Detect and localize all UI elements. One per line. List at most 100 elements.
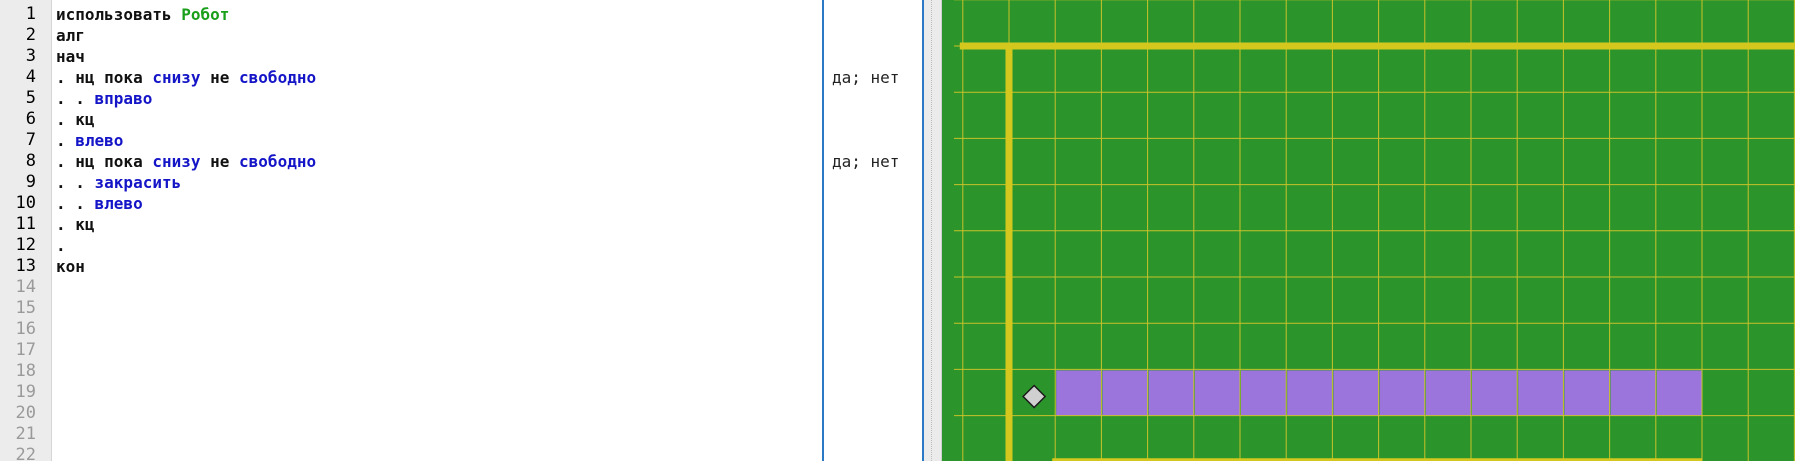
code-text: . нц пока снизу не свободно	[56, 151, 316, 172]
code-text: . . закрасить	[56, 172, 181, 193]
code-line[interactable]: 19	[0, 382, 824, 403]
line-number: 18	[15, 361, 36, 381]
robot-command-token: влево	[94, 194, 143, 213]
line-number: 19	[15, 382, 36, 402]
painted-cell	[1056, 370, 1102, 416]
keyword-token: .	[56, 131, 76, 150]
line-number: 2	[25, 25, 36, 45]
pane-splitter[interactable]	[924, 0, 942, 461]
robot-command-token: свободно	[239, 152, 317, 171]
keyword-token: использовать	[56, 5, 182, 24]
line-number: 12	[15, 235, 36, 255]
line-number: 14	[15, 277, 36, 297]
code-text: . нц пока снизу не свободно	[56, 67, 316, 88]
code-line[interactable]: 8 . нц пока снизу не свободно да; нет	[0, 151, 900, 172]
painted-cell	[1148, 370, 1194, 416]
code-text: . . вправо	[56, 88, 152, 109]
robot-field	[942, 0, 1795, 461]
keyword-token: алг	[56, 26, 85, 45]
line-number: 6	[25, 109, 36, 129]
robot-command-token: снизу	[152, 68, 201, 87]
keyword-token: нач	[56, 47, 85, 66]
painted-cell	[1610, 370, 1656, 416]
keyword-token: . .	[56, 173, 95, 192]
keyword-token: . кц	[56, 215, 95, 234]
line-number: 4	[25, 67, 36, 87]
code-text: использовать Робот	[56, 4, 229, 25]
robot-command-token: влево	[75, 131, 124, 150]
code-line[interactable]: 10 . . влево	[0, 193, 824, 214]
code-line[interactable]: 2 алг	[0, 25, 824, 46]
code-line[interactable]: 21	[0, 424, 824, 445]
painted-cell	[1287, 370, 1333, 416]
robot-icon	[1022, 384, 1047, 409]
code-line[interactable]: 7. влево	[0, 130, 824, 151]
keyword-token: не	[200, 152, 240, 171]
robot-command-token: снизу	[152, 152, 201, 171]
painted-cell	[1472, 370, 1518, 416]
keyword-token: кон	[56, 257, 85, 276]
code-text: . кц	[56, 109, 95, 130]
painted-cell	[1194, 370, 1240, 416]
keyword-token: . .	[56, 89, 95, 108]
line-number: 9	[25, 172, 36, 192]
line-number: 7	[25, 130, 36, 150]
line-number: 11	[15, 214, 36, 234]
line-number: 10	[15, 193, 36, 213]
painted-cell	[1518, 370, 1564, 416]
robot-command-token: закрасить	[94, 173, 182, 192]
keyword-token: . .	[56, 194, 95, 213]
code-line[interactable]: 4 . нц пока снизу не свободно да; нет	[0, 67, 900, 88]
painted-cell	[1333, 370, 1379, 416]
line-number: 1	[25, 4, 36, 24]
code-line[interactable]: 9 . . закрасить	[0, 172, 824, 193]
code-line[interactable]: 5 . . вправо	[0, 88, 824, 109]
code-line[interactable]: 1 использовать Робот	[0, 4, 824, 25]
painted-cell	[1564, 370, 1610, 416]
code-text: .	[56, 235, 66, 256]
keyword-token: не	[200, 68, 240, 87]
painted-cell	[1241, 370, 1287, 416]
robot-field-canvas	[954, 0, 1795, 461]
code-area[interactable]	[0, 0, 824, 461]
code-text: . кц	[56, 214, 95, 235]
painted-cell	[1656, 370, 1702, 416]
code-line[interactable]: 12.	[0, 235, 824, 256]
robot-module-token: Робот	[181, 5, 230, 24]
line-number: 22	[15, 445, 36, 461]
condition-trace-note: да; нет	[832, 152, 900, 171]
code-line[interactable]: 11 . кц	[0, 214, 824, 235]
condition-trace-note: да; нет	[832, 68, 900, 87]
keyword-token: . нц пока	[56, 68, 153, 87]
code-text: нач	[56, 46, 85, 67]
code-line[interactable]: 16	[0, 319, 824, 340]
code-text: . . влево	[56, 193, 143, 214]
line-number: 20	[15, 403, 36, 423]
code-line[interactable]: 15	[0, 298, 824, 319]
painted-cell	[1425, 370, 1471, 416]
code-line[interactable]: 20	[0, 403, 824, 424]
code-text: . влево	[56, 130, 123, 151]
line-number: 15	[15, 298, 36, 318]
code-line[interactable]: 17	[0, 340, 824, 361]
line-number: 8	[25, 151, 36, 171]
robot-command-token: вправо	[94, 89, 153, 108]
line-number: 5	[25, 88, 36, 108]
line-number-gutter	[0, 0, 52, 461]
painted-cell	[1379, 370, 1425, 416]
keyword-token: .	[56, 236, 66, 255]
keyword-token: . кц	[56, 110, 95, 129]
splitter-grip[interactable]	[931, 0, 935, 461]
code-line[interactable]: 18	[0, 361, 824, 382]
line-number: 21	[15, 424, 36, 444]
code-text: кон	[56, 256, 85, 277]
code-line[interactable]: 14	[0, 277, 824, 298]
keyword-token: . нц пока	[56, 152, 153, 171]
code-line[interactable]: 22	[0, 445, 824, 461]
code-line[interactable]: 6 . кц	[0, 109, 824, 130]
code-text: алг	[56, 25, 85, 46]
